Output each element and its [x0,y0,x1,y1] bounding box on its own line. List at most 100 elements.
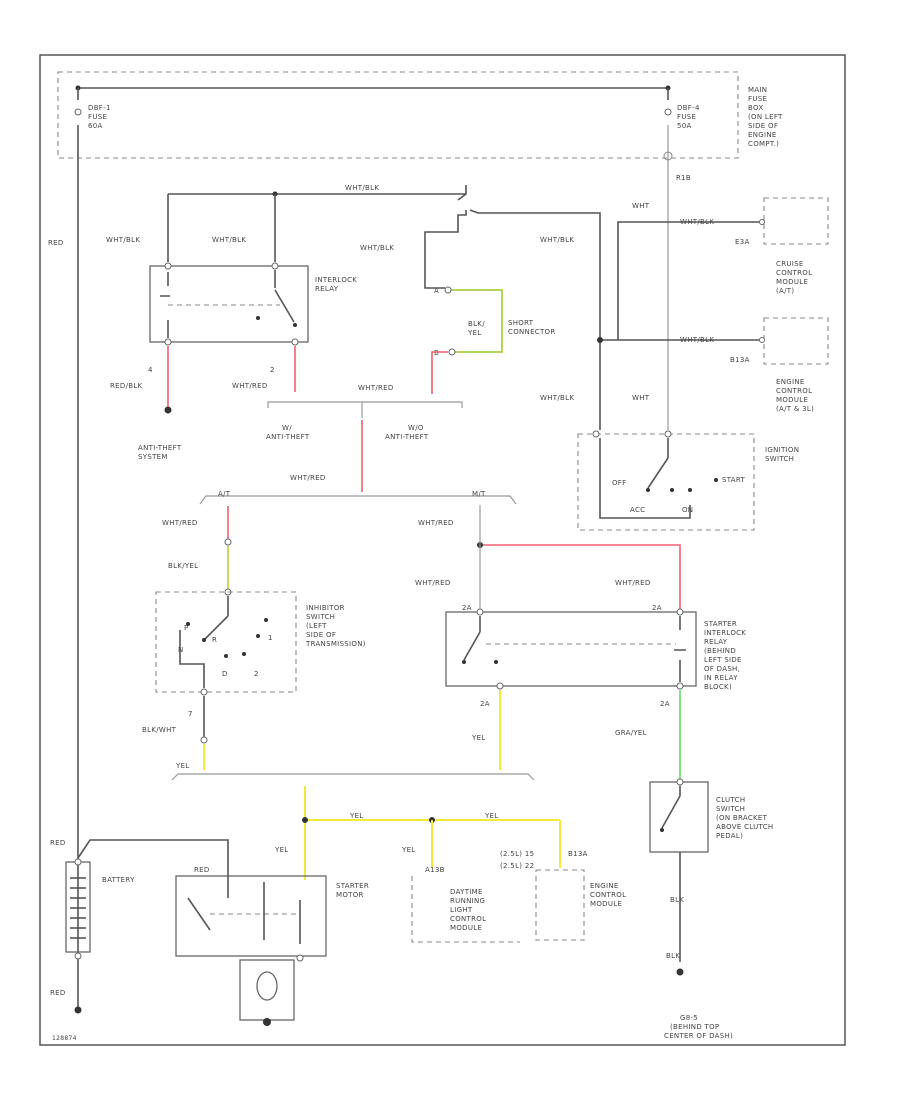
wire-yel-e: YEL [274,846,289,854]
a13b-label: A13B [425,866,445,874]
pin-b-label: B [434,349,439,357]
relay-pin-top-right: 2A [652,604,662,612]
diagram-frame [39,54,846,1046]
b13a-bottom-label: B13A [568,850,588,858]
pin-4: 4 [148,366,153,374]
inh-pin-n: N [178,646,184,654]
ign-pos-acc: ACC [630,506,645,514]
relay-pin-top-left: 2A [462,604,472,612]
ign-pos-off: OFF [612,479,626,487]
yellow-bus: YEL YEL YEL YEL [171,773,561,880]
pin-a-label: A [434,287,439,295]
inh-pin-d: D [222,670,228,678]
eng-variant-a: (2.5L) 15 [500,850,534,858]
wire-wht-blk-c: WHT/BLK [360,244,394,252]
inh-pin-p: P [184,624,189,632]
wire-gra-yel: GRA/YEL [615,729,647,737]
wire-red-blk: RED/BLK [110,382,143,390]
wire-wht-red-b: WHT/RED [358,384,394,392]
wht-blk-bus: WHT/BLK WHT/BLK WHT/BLK WHT/BLK WHT/BLK [106,184,601,430]
w-anti-theft-label: W/ANTI-THEFT [266,424,310,441]
wire-r1b: R1B [676,174,691,182]
relay-pin-bottom-left: 2A [480,700,490,708]
inh-pin-2: 2 [254,670,259,678]
wire-wht-red-e: WHT/RED [415,579,451,587]
wire-red-bottom: RED [50,989,66,997]
pin-2: 2 [270,366,275,374]
e3a-label: E3A [735,238,750,246]
battery-label: BATTERY [102,876,135,884]
wire-yel-f: YEL [401,846,416,854]
wire-blk-wht: BLK/WHT [142,726,177,734]
wire-blk-a: BLK [670,896,684,904]
wire-yel-c: YEL [349,812,364,820]
wire-wht-mid: WHT [632,394,650,402]
wire-wht-red-d: WHT/RED [418,519,454,527]
figure-id: 128874 [52,1035,77,1042]
mt-label: M/T [472,490,486,498]
wire-wht-blk-g: WHT/BLK [540,394,574,402]
wire-red-batt: RED [194,866,210,874]
wire-wht-red-at: WHT/RED [162,519,198,527]
wire-wht-blk-f: WHT/BLK [680,336,714,344]
pin-7: 7 [188,710,193,718]
ign-pos-start: START [722,476,746,484]
wire-wht-blk-d: WHT/BLK [540,236,574,244]
wire-wht-red-f: WHT/RED [615,579,651,587]
wire-yel-a: YEL [175,762,190,770]
wire-wht-top: WHT [632,202,650,210]
wire-blk-b: BLK [666,952,680,960]
b13a-label: B13A [730,356,750,364]
eng-variant-b: (2.5L) 22 [500,862,534,870]
wire-yel-b: YEL [471,734,486,742]
wire-yel-d: YEL [484,812,499,820]
ign-pos-on: ON [682,506,693,514]
inh-pin-1: 1 [268,634,273,642]
wire-red-upper: RED [50,839,66,847]
wire-wht-red-a: WHT/RED [232,382,268,390]
wire-wht-blk-b: WHT/BLK [212,236,246,244]
battery: BATTERY RED RED RED [50,839,229,1014]
wire-wht-blk-e: WHT/BLK [680,218,714,226]
wire-top-wht-blk: WHT/BLK [345,184,379,192]
wire-wht-red-c: WHT/RED [290,474,326,482]
inh-pin-r: R [212,636,217,644]
at-label: A/T [218,490,231,498]
wire-red-left: RED [48,239,64,247]
relay-pin-bottom-right: 2A [660,700,670,708]
wire-wht-blk-a: WHT/BLK [106,236,140,244]
transmission-option-bracket: A/T M/T [199,490,517,505]
wire-blk-yel-a: BLK/YEL [467,320,485,337]
wire-blk-yel-b: BLK/YEL [168,562,198,570]
